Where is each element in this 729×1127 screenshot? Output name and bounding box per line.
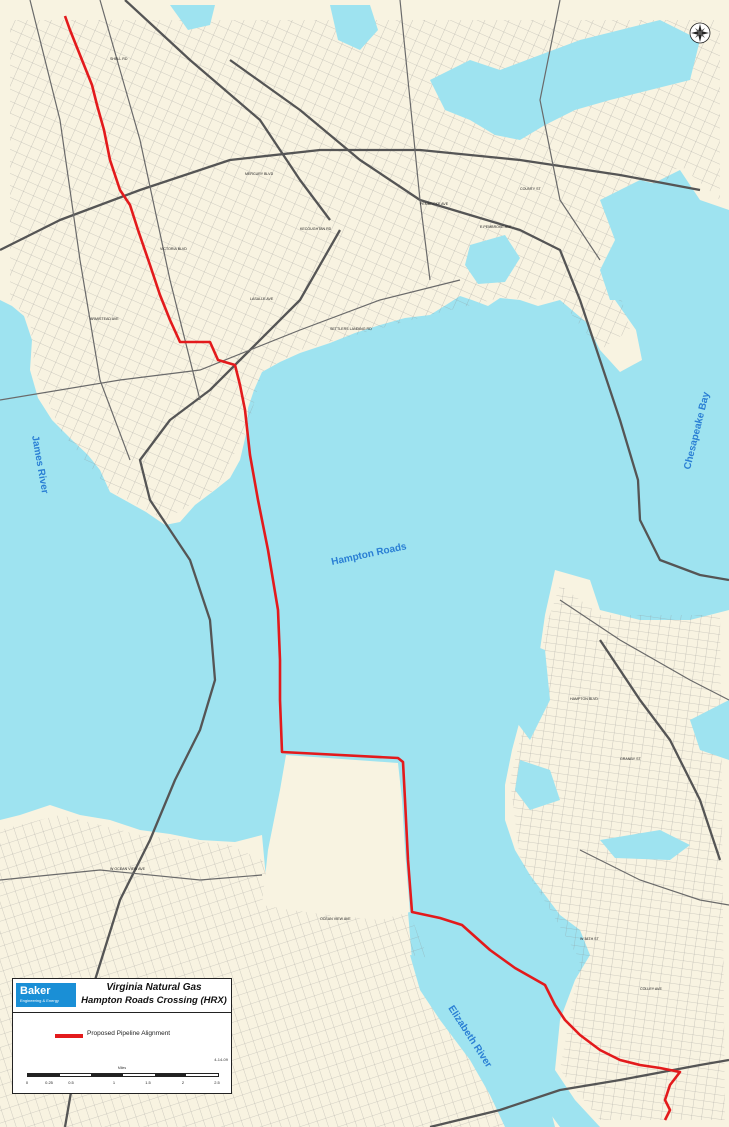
scale-tick-label: 0.5 — [68, 1080, 74, 1085]
scale-tick-label: 0 — [25, 1080, 29, 1085]
inlet-east-2 — [600, 830, 690, 860]
scale-tick-label: 2.5 — [214, 1080, 220, 1085]
baker-logo: Baker Engineering & Energy — [16, 983, 76, 1007]
svg-text:HAMPTON BLVD: HAMPTON BLVD — [570, 697, 598, 701]
secondary-roads — [0, 0, 729, 906]
logo-subtitle: Engineering & Energy — [20, 998, 59, 1003]
pipeline-legend-swatch — [55, 1034, 83, 1038]
svg-text:E PEMBROKE AVE: E PEMBROKE AVE — [480, 225, 512, 229]
svg-text:VICTORIA BLVD: VICTORIA BLVD — [160, 247, 187, 251]
svg-text:COLLEY AVE: COLLEY AVE — [640, 987, 662, 991]
legend-header: Baker Engineering & Energy Virginia Natu… — [13, 979, 231, 1013]
scale-title: Miles — [117, 1066, 127, 1070]
svg-text:W 38TH ST: W 38TH ST — [580, 937, 600, 941]
pipeline-legend-label: Proposed Pipeline Alignment — [87, 1030, 171, 1037]
map-legend: Baker Engineering & Energy Virginia Natu… — [12, 978, 232, 1094]
land-pale-area — [262, 755, 410, 920]
svg-text:W OCEAN VIEW AVE: W OCEAN VIEW AVE — [110, 867, 146, 871]
street-labels: SHELL RD MERCURY BLVD KECOUGHTAN RD VICT… — [90, 57, 662, 991]
svg-text:MERCURY BLVD: MERCURY BLVD — [245, 172, 274, 176]
scale-bar — [27, 1073, 219, 1077]
svg-text:OCEAN VIEW AVE: OCEAN VIEW AVE — [320, 917, 351, 921]
svg-text:GRANBY ST: GRANBY ST — [620, 757, 642, 761]
elizabeth-river — [410, 955, 555, 1127]
scale-tick-label: 0.25 — [45, 1080, 53, 1085]
svg-text:LASALLE AVE: LASALLE AVE — [250, 297, 274, 301]
inlet-east — [515, 640, 550, 740]
inlet-small-2 — [170, 5, 215, 30]
scale-tick-label: 1.5 — [145, 1080, 151, 1085]
map-subtitle: Hampton Roads Crossing (HRX) — [81, 995, 227, 1006]
streets-peninsula — [10, 20, 720, 520]
inlet-bay — [600, 180, 700, 300]
proposed-pipeline-route — [63, 15, 682, 1121]
scale-tick-label: 1 — [112, 1080, 116, 1085]
svg-text:ARMISTEAD AVE: ARMISTEAD AVE — [90, 317, 119, 321]
svg-text:PEMBROKE AVE: PEMBROKE AVE — [420, 202, 449, 206]
svg-text:SHELL RD: SHELL RD — [110, 57, 128, 61]
compass-rose-icon — [689, 22, 711, 44]
inlet-small — [330, 5, 378, 50]
inlet-back-river — [430, 20, 700, 140]
logo-text: Baker — [20, 985, 51, 997]
inlet-harbor — [465, 235, 520, 284]
svg-text:COUNTY ST: COUNTY ST — [520, 187, 542, 191]
map-date: 4-14-09 — [214, 1057, 228, 1062]
inlet-east-3 — [515, 760, 560, 810]
svg-text:SETTLERS LANDING RD: SETTLERS LANDING RD — [330, 327, 372, 331]
inlet-east-4 — [690, 700, 729, 760]
svg-text:KECOUGHTAN RD: KECOUGHTAN RD — [300, 227, 332, 231]
scale-tick-label: 2 — [181, 1080, 185, 1085]
map-title: Virginia Natural Gas — [106, 982, 202, 993]
